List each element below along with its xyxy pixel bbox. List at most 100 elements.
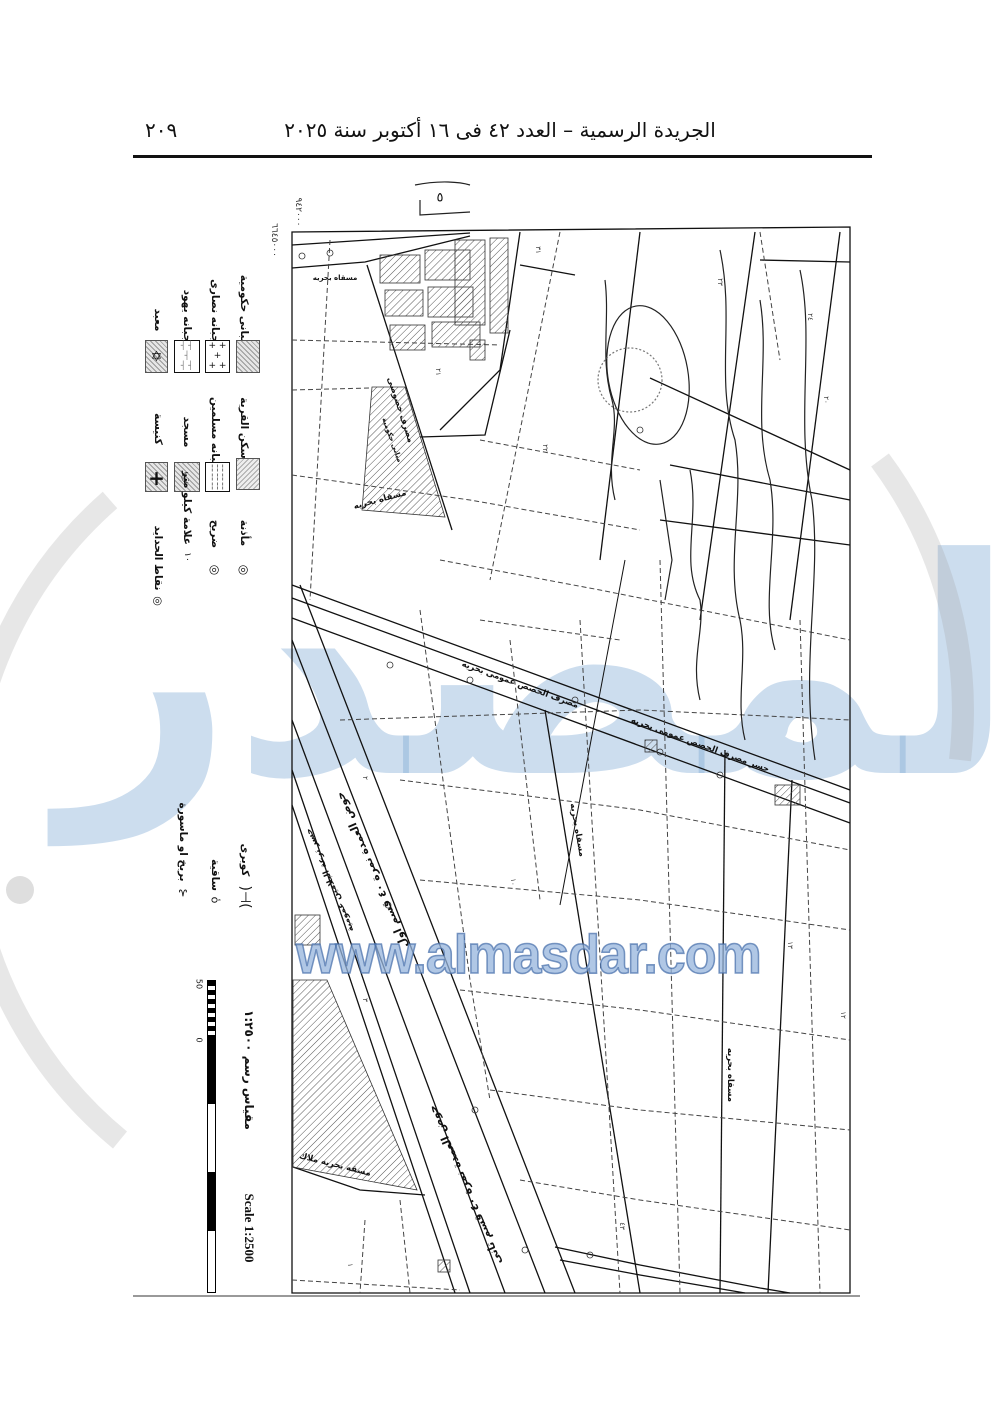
parcel-number: ٣ — [361, 998, 369, 1002]
parcel-number: ١ — [346, 1263, 354, 1267]
top-road-edge — [291, 232, 471, 246]
parcel-dashed-line — [339, 709, 851, 721]
parcel-number: ١٣ — [786, 941, 794, 949]
legend-label-bridge: كوبرى — [239, 843, 251, 877]
parcel-dashed-line — [399, 1199, 411, 1294]
minaret-icon: ◎ — [237, 564, 251, 576]
parcel-dashed-line — [439, 559, 851, 641]
scale-bar-segment — [207, 1103, 216, 1173]
handwriting-stroke — [799, 269, 816, 761]
parcel-boundary — [599, 231, 641, 561]
legend-label-shrine: ضريح — [209, 519, 221, 549]
legend-label-gov-buildings: مبانى حكومية — [238, 274, 250, 346]
parcel-dashed-line — [459, 989, 851, 1041]
legend-swatch-t-grid: ┤ ┤┤┤ ┤ — [174, 340, 200, 373]
parcel-boundary — [669, 464, 851, 501]
handwriting-stroke — [604, 279, 616, 501]
parcel-dashed-line — [489, 231, 561, 581]
legend-swatch-hatch — [236, 458, 260, 490]
hatched-building — [489, 237, 509, 334]
parcel-number: ٢٠ — [822, 396, 830, 404]
parcel-number: ٢ — [361, 776, 369, 780]
parcel-dashed-line — [309, 239, 331, 601]
parcel-dashed-line — [659, 559, 681, 1294]
canal-edge — [291, 584, 851, 791]
parcel-boundary — [659, 519, 851, 546]
road-edge — [291, 639, 546, 1294]
watermark-arc-right — [871, 453, 974, 762]
legend-label-christian-cemetery: جبانه نصارى — [209, 279, 221, 343]
sheet-mark: ٥ — [436, 190, 444, 206]
hatched-building — [379, 254, 421, 284]
parcel-number: ٤٣ — [618, 1222, 626, 1230]
boundary-point-icon — [656, 748, 664, 756]
parcel-number: ٣١ — [534, 246, 542, 254]
parcel-number: ٢٤ — [806, 313, 814, 321]
watermark-logo-text: المصدر — [60, 495, 1004, 844]
legend-label-mosque: مسجد — [181, 416, 193, 448]
scale-bar-segment — [207, 1173, 216, 1230]
legend-label-km-marker: علامة كيلو متر — [181, 471, 193, 545]
legend-label-church: كنيسة — [152, 413, 164, 445]
shrine-icon: ◎ — [208, 564, 222, 576]
hatched-building — [454, 239, 486, 326]
parcel-number: ٢٣ — [716, 278, 724, 286]
scale-tick-50: 50 — [194, 978, 204, 990]
road-edge — [299, 584, 576, 1294]
legend-swatch-cross-grid: + +++ + — [205, 340, 230, 373]
mesqa-line — [544, 709, 641, 1294]
scale-bar-subdivided — [207, 980, 216, 1040]
legend-label-culvert: بربخ او ماسورة — [177, 802, 189, 882]
handwriting-stroke — [719, 249, 746, 741]
scale-bar-segment — [207, 1230, 216, 1293]
legend-label-iron-points: نقاط الحدايد — [152, 525, 164, 591]
parcel-boundary — [699, 231, 756, 621]
parcel-dashed-line — [359, 1219, 366, 1294]
handwriting-stroke — [759, 299, 776, 651]
target-icon: ◎ — [151, 596, 165, 606]
parcel-dashed-line — [291, 474, 641, 531]
boundary-point-icon — [384, 901, 392, 909]
legend-label-temple: معبد — [152, 308, 164, 332]
canal-edge — [291, 597, 851, 804]
legend-label-minaret: مأذنة — [238, 519, 250, 547]
legend-label-village-housing: سكن القرية — [238, 397, 250, 459]
legend-label-waterwheel: ساقية — [209, 859, 221, 891]
star-of-david-icon: ✡ — [145, 340, 168, 373]
scale-label-arabic: مقياس رسم ١:٢٥٠٠ — [242, 1010, 256, 1130]
hatched-village-area — [292, 979, 418, 1191]
road-edge — [291, 719, 506, 1294]
bottom-road — [554, 1246, 791, 1294]
boundary-point-icon — [471, 1106, 479, 1114]
boundary-point-icon — [386, 661, 394, 669]
parcel-boundary — [519, 264, 576, 276]
crescent-icon: ☾ — [174, 462, 200, 492]
parcel-boundary — [759, 259, 851, 263]
waterwheel-icon: ὁ — [208, 896, 222, 904]
boundary-point-icon — [586, 1251, 594, 1259]
hatched-building — [384, 289, 424, 317]
parcel-dashed-line — [509, 639, 541, 901]
parcel-boundary — [419, 329, 511, 438]
parcel-dashed-line — [579, 619, 621, 1294]
label-mesqa-2: مسقاه بحريه — [725, 1047, 735, 1103]
gazette-title: الجريدة الرسمية – العدد ٤٢ فى ١٦ أكتوبر … — [284, 118, 716, 142]
parcel-dashed-line — [291, 387, 371, 391]
hatched-building — [294, 914, 321, 946]
bridge-icon: )⊣( — [237, 885, 253, 909]
boundary-point-icon — [571, 696, 579, 704]
signature-loop — [606, 305, 690, 445]
scale-bar-segment — [207, 1040, 216, 1103]
parcel-dashed-line — [519, 1179, 851, 1231]
watermark-dot — [6, 876, 34, 904]
private-drain-line — [366, 264, 453, 531]
parcel-dashed-line — [399, 779, 851, 851]
road-edge — [291, 804, 456, 1294]
scale-tick-0: 0 — [194, 1037, 204, 1043]
parcel-dashed-line — [479, 439, 641, 471]
boundary-point-icon — [521, 1246, 529, 1254]
parcel-dashed-line — [291, 1279, 461, 1291]
official-stamp — [597, 347, 663, 413]
